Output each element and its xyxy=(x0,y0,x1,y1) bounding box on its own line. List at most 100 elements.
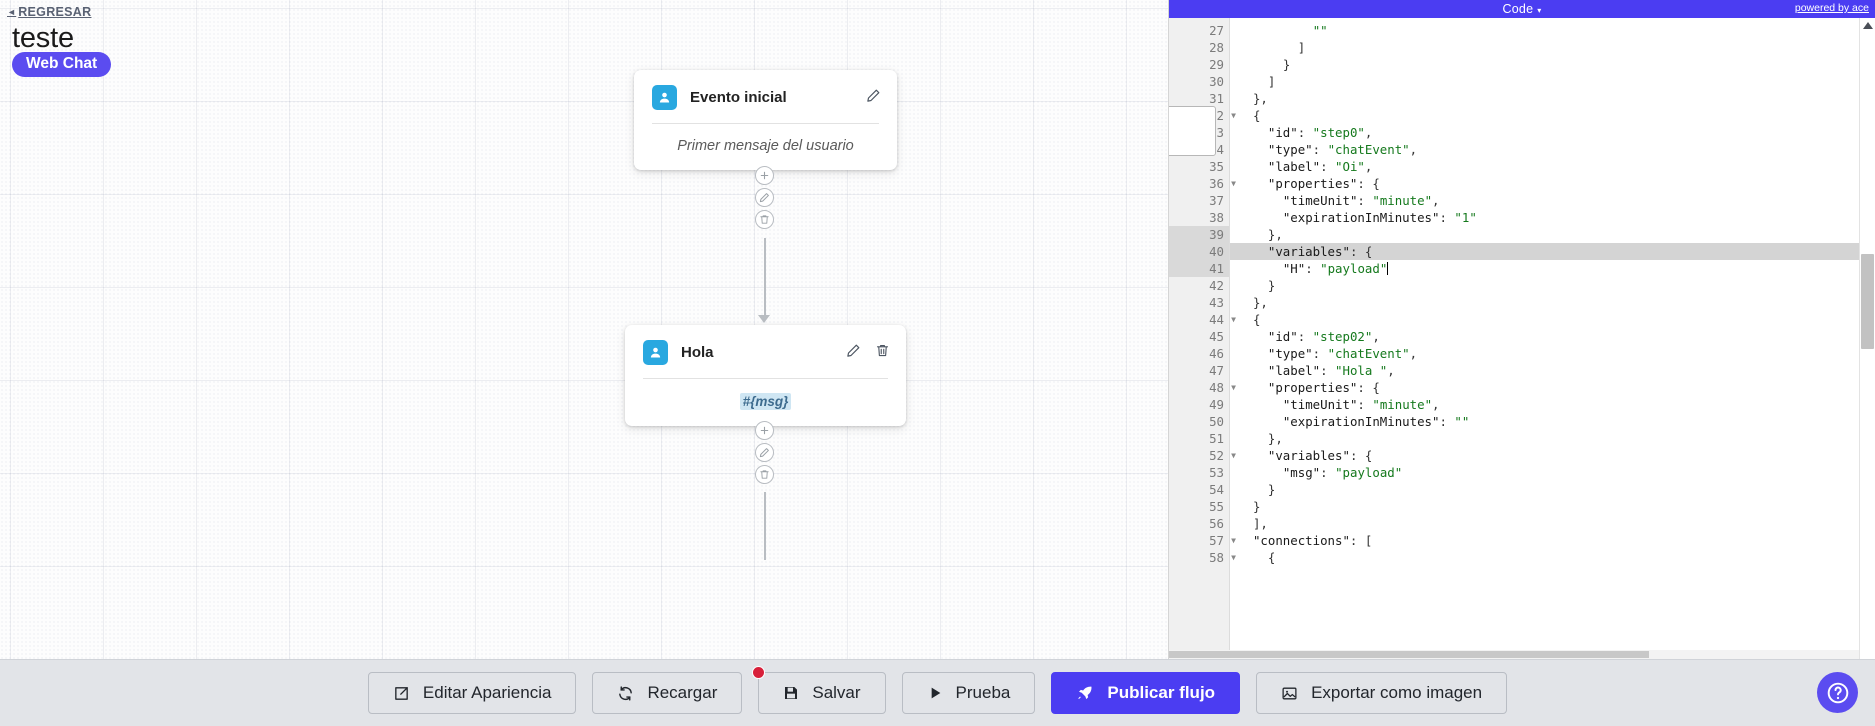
code-line[interactable]: "properties": { xyxy=(1267,176,1380,191)
edit-square-icon xyxy=(393,685,410,702)
flow-node-evento-inicial[interactable]: Evento inicial Primer mensaje del usuari… xyxy=(634,70,897,170)
fold-arrow-icon[interactable]: ▼ xyxy=(1231,179,1236,188)
help-button[interactable] xyxy=(1817,672,1858,713)
code-line[interactable]: }, xyxy=(1252,91,1268,106)
scrollbar-thumb[interactable] xyxy=(1861,254,1874,349)
toolbar-button-label: Prueba xyxy=(955,683,1011,702)
code-line[interactable]: "id": "step02", xyxy=(1267,329,1380,344)
code-line[interactable]: "connections": [ xyxy=(1252,533,1373,548)
line-number: 43 xyxy=(1209,295,1224,310)
code-line[interactable]: "expirationInMinutes": "" xyxy=(1282,414,1470,429)
connector-line-4 xyxy=(764,492,766,560)
line-number: 55 xyxy=(1209,499,1224,514)
code-editor[interactable]: 272829303132▼33343536▼37383940▼41424344▼… xyxy=(1169,18,1875,659)
chevron-down-icon: ▾ xyxy=(1537,6,1542,15)
toolbar-button-recargar[interactable]: Recargar xyxy=(592,672,743,714)
code-line[interactable]: "type": "chatEvent", xyxy=(1267,346,1418,361)
fold-arrow-icon[interactable]: ▼ xyxy=(1231,383,1236,392)
toolbar-button-salvar[interactable]: Salvar xyxy=(752,666,886,714)
pencil-icon[interactable] xyxy=(866,88,881,108)
code-line[interactable]: "label": "Hola ", xyxy=(1267,363,1395,378)
fold-popup[interactable]: ❯ xyxy=(1169,106,1216,156)
code-line[interactable]: } xyxy=(1267,482,1276,497)
code-line[interactable]: { xyxy=(1267,550,1276,565)
code-line[interactable]: "variables": { xyxy=(1230,243,1875,260)
divider xyxy=(643,378,888,379)
fold-arrow-icon[interactable]: ▼ xyxy=(1231,536,1236,545)
divider xyxy=(652,123,879,124)
code-line[interactable]: "timeUnit": "minute", xyxy=(1282,397,1440,412)
line-number: 42 xyxy=(1209,278,1224,293)
node-mini-actions-1[interactable] xyxy=(755,166,774,232)
fold-arrow-icon[interactable]: ▼ xyxy=(1231,553,1236,562)
rocket-icon xyxy=(1076,684,1094,702)
code-line[interactable]: { xyxy=(1252,312,1261,327)
plus-icon[interactable] xyxy=(755,421,774,440)
code-line[interactable]: "type": "chatEvent", xyxy=(1267,142,1418,157)
plus-icon[interactable] xyxy=(755,166,774,185)
back-link[interactable]: ◄ REGRESAR xyxy=(7,5,91,19)
code-panel-title[interactable]: Code▾ xyxy=(1503,2,1542,16)
toolbar-button-prueba[interactable]: Prueba xyxy=(901,672,1036,714)
code-line[interactable]: "timeUnit": "minute", xyxy=(1282,193,1440,208)
code-line[interactable]: "variables": { xyxy=(1267,448,1373,463)
trash-icon[interactable] xyxy=(755,210,774,229)
vertical-scrollbar[interactable] xyxy=(1859,18,1875,659)
powered-by-ace-link[interactable]: powered by ace xyxy=(1794,2,1869,14)
scrollbar-thumb-horizontal[interactable] xyxy=(1169,651,1649,658)
flow-canvas[interactable]: ◄ REGRESAR teste Web Chat Evento inicial xyxy=(0,0,1168,659)
flow-node-placeholder-text: Primer mensaje del usuario xyxy=(677,138,854,154)
variable-token: #{msg} xyxy=(739,393,792,410)
line-number: 40▼ xyxy=(1169,243,1236,260)
line-number: 38 xyxy=(1209,210,1224,225)
code-line[interactable]: ] xyxy=(1267,74,1276,89)
toolbar-button-label: Exportar como imagen xyxy=(1311,683,1483,702)
trash-icon[interactable] xyxy=(875,343,890,363)
code-line[interactable]: } xyxy=(1282,57,1291,72)
code-line[interactable]: "expirationInMinutes": "1" xyxy=(1282,210,1477,225)
code-line[interactable]: }, xyxy=(1267,227,1283,242)
save-disk-icon xyxy=(783,685,799,701)
trash-icon[interactable] xyxy=(755,465,774,484)
connector-arrow-1 xyxy=(758,315,770,323)
fold-arrow-icon[interactable]: ▼ xyxy=(1231,315,1236,324)
channel-badge: Web Chat xyxy=(12,52,112,77)
toolbar-button-label: Publicar flujo xyxy=(1107,683,1216,702)
toolbar-button-editar-apariencia[interactable]: Editar Apariencia xyxy=(367,672,577,714)
toolbar-button-exportar-como-imagen[interactable]: Exportar como imagen xyxy=(1256,672,1508,714)
fold-arrow-icon[interactable]: ▼ xyxy=(1231,451,1236,460)
flow-node-actions xyxy=(866,88,881,108)
connector-line-2 xyxy=(764,238,766,318)
flow-node-body[interactable]: Primer mensaje del usuario xyxy=(634,124,897,170)
user-avatar-icon xyxy=(643,340,668,365)
line-number: 46 xyxy=(1209,346,1224,361)
pencil-icon[interactable] xyxy=(846,343,861,363)
code-line[interactable]: }, xyxy=(1267,431,1283,446)
code-line[interactable]: ], xyxy=(1252,516,1268,531)
code-line[interactable]: } xyxy=(1267,278,1276,293)
flow-node-hola[interactable]: Hola #{msg} xyxy=(625,325,906,426)
flow-node-body[interactable]: #{msg} xyxy=(625,379,906,426)
code-line[interactable]: ] xyxy=(1297,40,1306,55)
line-number: 47 xyxy=(1209,363,1224,378)
pencil-icon[interactable] xyxy=(755,443,774,462)
code-line[interactable]: "id": "step0", xyxy=(1267,125,1373,140)
toolbar-button-publicar-flujo[interactable]: Publicar flujo xyxy=(1051,672,1241,714)
code-line[interactable]: "properties": { xyxy=(1267,380,1380,395)
code-line[interactable]: "label": "Oi", xyxy=(1267,159,1373,174)
code-line[interactable]: { xyxy=(1252,108,1261,123)
code-line[interactable]: "H": "payload" xyxy=(1282,261,1389,276)
code-line[interactable]: "msg": "payload" xyxy=(1282,465,1403,480)
code-line[interactable]: }, xyxy=(1252,295,1268,310)
code-line[interactable]: "" xyxy=(1312,23,1328,38)
line-number: 54 xyxy=(1209,482,1224,497)
code-line[interactable]: } xyxy=(1252,499,1261,514)
horizontal-scrollbar[interactable] xyxy=(1169,650,1859,659)
fold-arrow-icon[interactable]: ▼ xyxy=(1231,111,1236,120)
play-icon xyxy=(927,685,943,701)
pencil-icon[interactable] xyxy=(755,188,774,207)
scroll-up-arrow-icon[interactable] xyxy=(1863,22,1873,29)
code-content[interactable]: "" ] } ] }, { "id": "step0", "type": "ch… xyxy=(1230,18,1875,659)
node-mini-actions-2[interactable] xyxy=(755,421,774,487)
